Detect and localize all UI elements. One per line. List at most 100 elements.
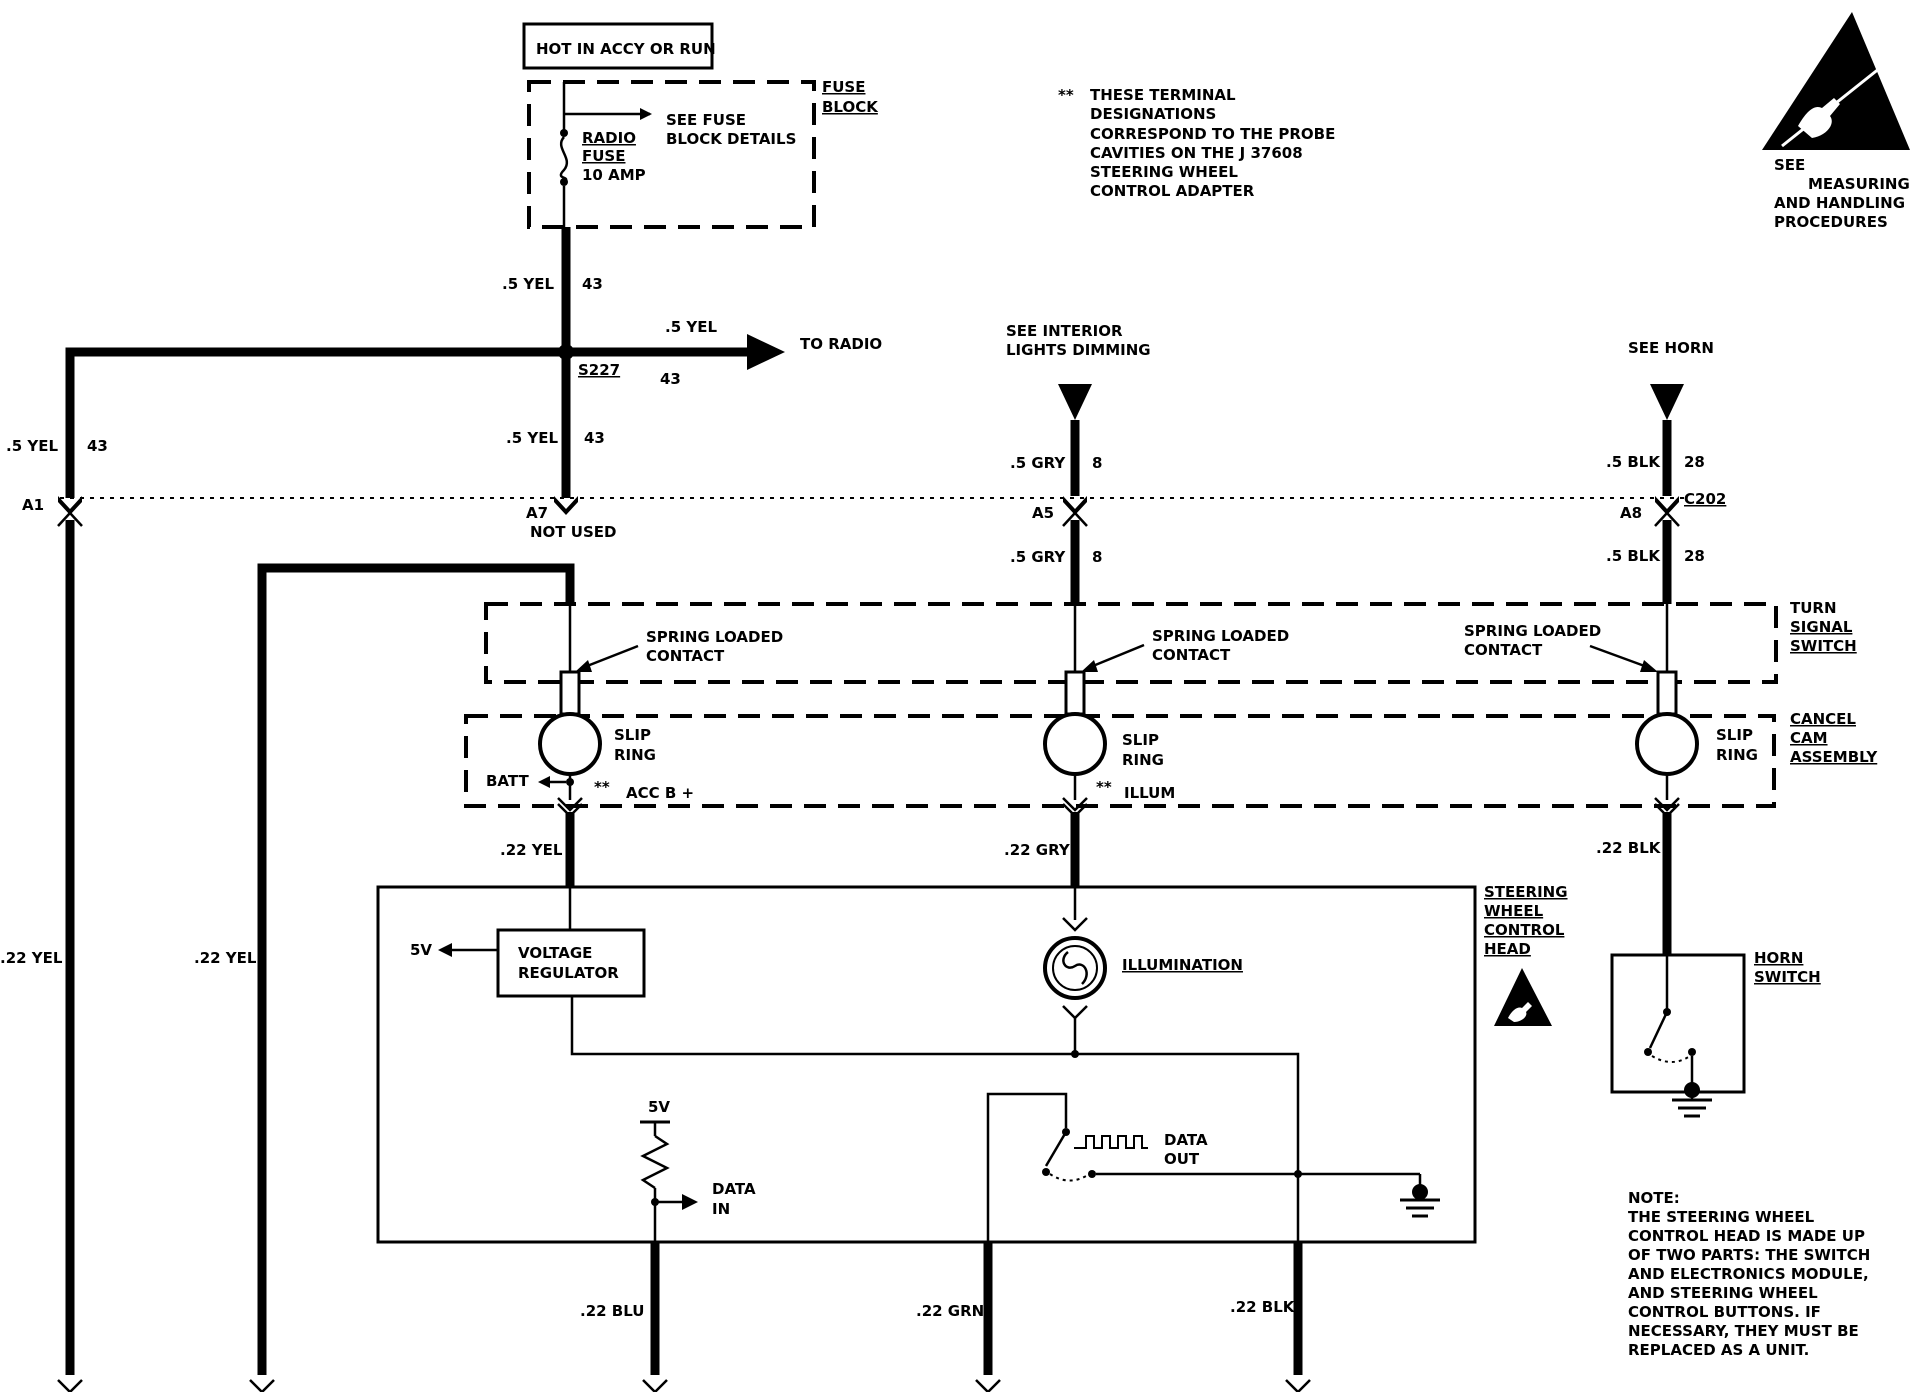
circuit-28-mid: 28 [1684,547,1705,565]
spring-contact-label-2b: CONTACT [1152,646,1231,664]
fuse-block-label-2: BLOCK [822,98,879,116]
note-line: CONTROL BUTTONS. IF [1628,1303,1821,1321]
terminal-note-line: STEERING WHEEL [1090,163,1238,181]
illumination-label: ILLUMINATION [1122,956,1243,974]
terminal-a8-male [1654,511,1680,527]
vreg-5v-label: 5V [410,941,432,959]
blu-wire-end [642,1379,668,1392]
note-line: AND STEERING WHEEL [1628,1284,1818,1302]
circuit-8-top: 8 [1092,454,1102,472]
contact-plunger-1 [559,670,581,716]
illumination-lamp-inner [1052,945,1098,991]
note-line: CONTROL HEAD IS MADE UP [1628,1227,1865,1245]
slip-ring-1-terminal [557,797,583,812]
slip-ring-2 [1043,712,1107,776]
spring-contact-label-1b: CONTACT [646,647,725,665]
ground-dot [1412,1184,1428,1200]
horn-switch-arc [1651,1055,1691,1063]
terminal-a7-label: A7 [526,504,548,522]
data-out-frame-wire [986,1092,1068,1242]
spring-contact-arrowhead-2 [1081,660,1098,672]
wire-label-5gry-top: .5 GRY [1010,454,1066,472]
to-radio-label: TO RADIO [800,335,882,353]
terminal-a8-label: A8 [1620,504,1642,522]
wire-label-5yel: .5 YEL [502,275,554,293]
swc-head-label-4: HEAD [1484,940,1531,958]
swc-head-label-2: WHEEL [1484,902,1544,920]
steering-wheel-control-head-box [376,885,1477,1244]
swc-head-label-3: CONTROL [1484,921,1565,939]
see-interior-label-1: SEE INTERIOR [1006,322,1123,340]
spring-contact-label-3b: CONTACT [1464,641,1543,659]
wire-label-22blk-out: .22 BLK [1230,1298,1296,1316]
slip-ring-3 [1635,712,1699,776]
spring-contact-arrow-1 [581,644,639,670]
data-in-label-1: DATA [712,1180,756,1198]
terminal-note-line: CONTROL ADAPTER [1090,182,1255,200]
spring-contact-arrowhead-1 [575,660,592,672]
left-yel-wire-2 [257,563,575,1375]
note-title: NOTE: [1628,1189,1680,1207]
terminal-a7-female [554,496,578,515]
wire-label-22blu: .22 BLU [580,1302,644,1320]
terminal-note-line: CORRESPOND TO THE PROBE [1090,125,1335,143]
wire-label-5gry-mid: .5 GRY [1010,548,1066,566]
terminal-note-stars: ** [1058,86,1074,104]
voltage-regulator-label-1: VOLTAGE [518,944,592,962]
slip-ring-1-node [566,778,574,786]
data-out-switch-contact-a [1042,1168,1050,1176]
left-wire-1-end [57,1379,83,1392]
wire-label-5blk-mid: .5 BLK [1606,547,1661,565]
fuse-tap-arrow [640,108,652,120]
grn-wire-end [975,1379,1001,1392]
connector-c202-label: C202 [1684,490,1726,508]
slip-ring-label-2a: SLIP [1122,731,1159,749]
splice-s227-label: S227 [578,361,620,379]
horn-switch-blade [1648,1011,1669,1049]
contact-plunger-2 [1064,670,1086,716]
note-line: THE STEERING WHEEL [1628,1208,1815,1226]
note-line: REPLACED AS A UNIT. [1628,1341,1809,1359]
horn-arrow [1650,384,1684,420]
slip-ring-1 [538,712,602,776]
terminal-note-line: DESIGNATIONS [1090,105,1216,123]
slip-ring-label-3a: SLIP [1716,726,1753,744]
circuit-8-mid: 8 [1092,548,1102,566]
circuit-43-a7: 43 [584,429,605,447]
voltage-regulator-label-2: REGULATOR [518,964,619,982]
horn-switch-contact-a [1644,1048,1652,1056]
not-used-label: NOT USED [530,523,616,541]
fuse-terminal-top [560,129,568,137]
see-fuse-text-2: BLOCK DETAILS [666,130,796,148]
left-wire-2-end [249,1379,275,1392]
fuse-block-label-1: FUSE [822,78,865,96]
hot-in-accy-text: HOT IN ACCY OR RUN [536,40,716,58]
wire-label-5blk-top: .5 BLK [1606,453,1661,471]
see-horn-label: SEE HORN [1628,339,1714,357]
radio-fuse-symbol [559,136,569,183]
see-interior-label-2: LIGHTS DIMMING [1006,341,1151,359]
turn-signal-label-3: SWITCH [1790,637,1857,655]
terminal-note-line: THESE TERMINAL [1090,86,1236,104]
data-in-5v-label: 5V [648,1098,670,1116]
horn-switch-contact-b [1688,1048,1696,1056]
circuit-43: 43 [582,275,603,293]
to-radio-arrow [747,334,785,370]
radio-fuse-label-1: RADIO [582,129,636,147]
terminal-a5-male [1062,511,1088,527]
horn-switch-label-1: HORN [1754,949,1803,967]
wire-label-22gry: .22 GRY [1004,841,1071,859]
slip-ring-3-terminal [1654,797,1680,812]
wire-label-5yel-a7: .5 YEL [506,429,558,447]
batt-label: BATT [486,772,529,790]
turn-signal-label-1: TURN [1790,599,1837,617]
turn-signal-switch-box [484,602,1778,684]
esd-note-line: AND HANDLING [1774,194,1905,212]
lamp-terminal-bottom [1062,1005,1088,1020]
spring-contact-arrowhead-3 [1640,660,1658,672]
spring-contact-label-3: SPRING LOADED [1464,622,1601,640]
esd-note-line: PROCEDURES [1774,213,1888,231]
data-out-switch-blade [1044,1131,1068,1167]
interior-lights-arrow [1058,384,1092,420]
wire-label-22blk-horn: .22 BLK [1596,839,1662,857]
